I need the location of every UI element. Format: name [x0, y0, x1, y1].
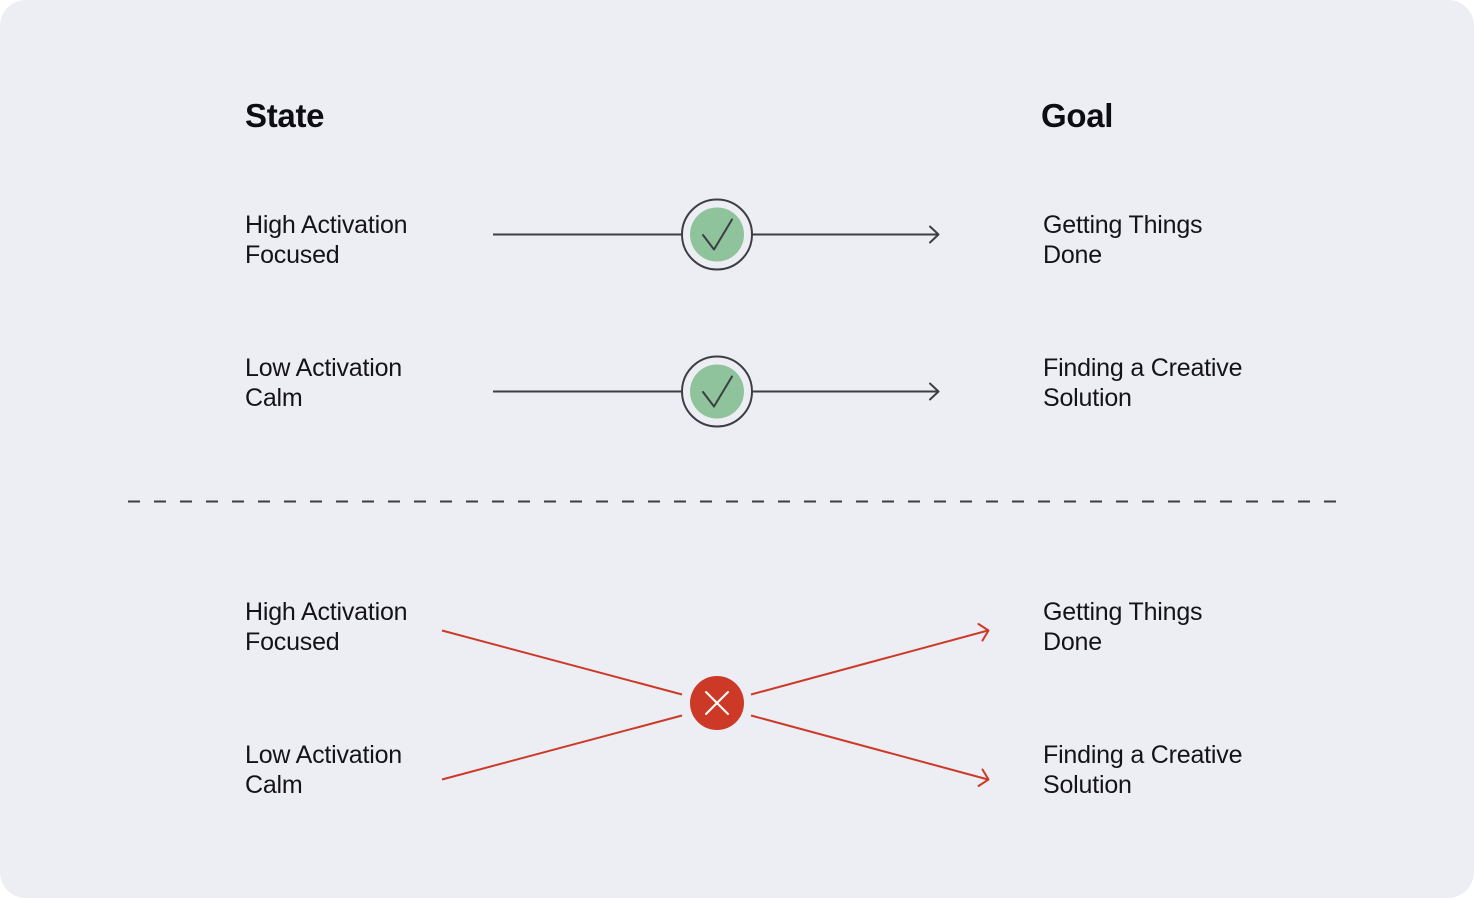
state-label-line: Low Activation: [245, 741, 403, 769]
mismatch-connectors: [441, 623, 990, 787]
check-icon: [681, 355, 753, 428]
goal-label-line: Done: [1043, 628, 1102, 656]
state-label-line: Focused: [245, 241, 340, 269]
state-label-line: High Activation: [245, 211, 408, 239]
goal-label-line: Solution: [1043, 384, 1132, 412]
state-label-line: High Activation: [245, 598, 408, 626]
arrow-head-icon: [977, 623, 990, 642]
arrow-head-icon: [929, 225, 940, 244]
goal-label-line: Done: [1043, 241, 1102, 269]
state-label-high-activation: High Activation Focused: [245, 597, 408, 657]
state-column-header: State: [245, 97, 325, 134]
goal-label-line: Getting Things: [1043, 598, 1203, 626]
cross-icon: [690, 676, 744, 730]
connector-high-activation-to-getting-things-done: [493, 198, 940, 271]
goal-label-line: Solution: [1043, 771, 1132, 799]
arrow-head-icon: [929, 382, 940, 401]
check-icon: [681, 198, 753, 271]
state-label-high-activation: High Activation Focused: [245, 210, 408, 270]
arrow-head-icon: [977, 768, 990, 787]
state-label-line: Calm: [245, 771, 303, 799]
state-label-line: Low Activation: [245, 354, 403, 382]
goal-label-line: Finding a Creative: [1043, 354, 1243, 382]
goal-label-creative-solution: Finding a Creative Solution: [1043, 740, 1242, 800]
connector-low-activation-to-creative-solution: [493, 355, 940, 428]
state-label-low-activation: Low Activation Calm: [245, 353, 402, 413]
state-label-low-activation: Low Activation Calm: [245, 740, 402, 800]
state-label-line: Calm: [245, 384, 303, 412]
state-label-line: Focused: [245, 628, 340, 656]
goal-column-header: Goal: [1041, 97, 1114, 134]
goal-label-line: Getting Things: [1043, 211, 1203, 239]
goal-label-getting-things-done: Getting Things Done: [1043, 597, 1203, 657]
goal-label-line: Finding a Creative: [1043, 741, 1243, 769]
goal-label-creative-solution: Finding a Creative Solution: [1043, 353, 1242, 413]
goal-label-getting-things-done: Getting Things Done: [1043, 210, 1203, 270]
